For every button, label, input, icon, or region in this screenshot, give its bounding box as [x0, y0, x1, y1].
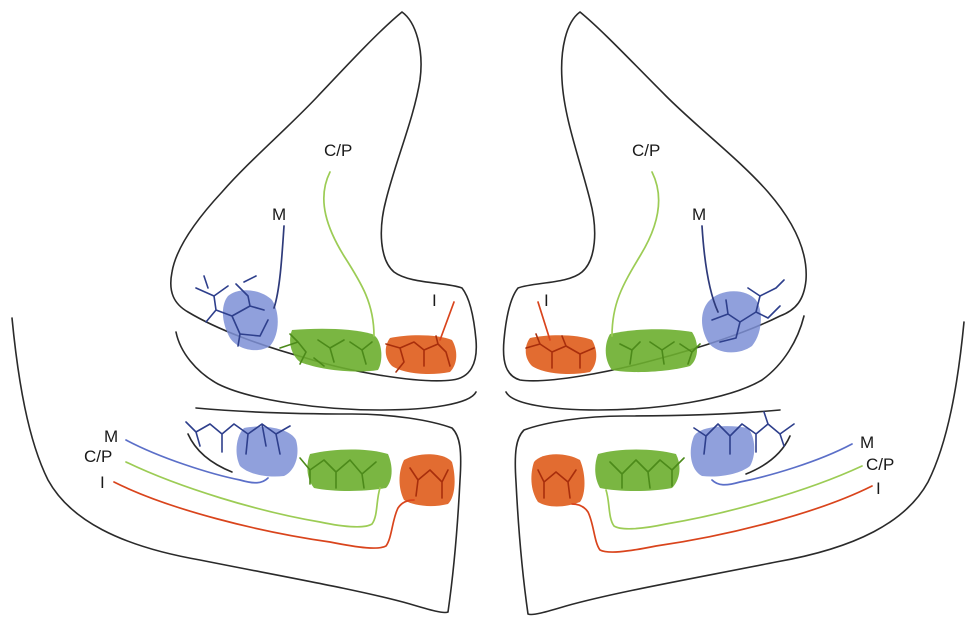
upper-right-cp-label: C/P [632, 141, 660, 160]
lower-right-incisor-nerve [572, 486, 872, 552]
upper-left-incisor-nerve [440, 302, 454, 340]
upper-left-incisor-teeth [386, 335, 457, 374]
upper-right-incisor-teeth [526, 334, 597, 374]
upper-right-jaw: C/P M I [504, 12, 807, 410]
lower-left-molar-teeth [186, 422, 298, 477]
lower-right-cp-label: C/P [866, 455, 894, 474]
upper-left-molar-nerve [274, 226, 284, 308]
lower-left-incisor-teeth [400, 454, 455, 506]
lower-right-m-label: M [860, 433, 874, 452]
lower-right-molar-fill [691, 426, 755, 476]
upper-right-cp-fill [606, 329, 697, 372]
upper-left-jaw: C/P M I [171, 12, 477, 410]
upper-right-molar-teeth [702, 280, 784, 352]
lower-right-i-label: I [876, 479, 881, 498]
lower-left-cp-fill [307, 450, 391, 492]
upper-left-molar-fill [223, 290, 278, 350]
upper-left-cp-nerve [324, 172, 374, 336]
lower-left-i-label: I [100, 473, 105, 492]
upper-left-incisor-fill [386, 335, 457, 374]
lower-left-m-label: M [104, 427, 118, 446]
upper-left-cp-label: C/P [324, 141, 352, 160]
upper-left-molar-teeth [196, 276, 278, 350]
upper-right-i-label: I [544, 291, 549, 310]
upper-right-m-label: M [692, 205, 706, 224]
lower-left-incisor-nerve [114, 482, 414, 548]
lower-right-incisor-teeth [531, 454, 584, 506]
upper-right-cp-teeth [606, 329, 700, 372]
upper-right-molar-fill [702, 291, 761, 352]
upper-right-cp-nerve [612, 172, 659, 336]
upper-left-m-label: M [272, 205, 286, 224]
lower-left-cp-teeth [300, 450, 392, 492]
lower-right-cp-teeth [595, 450, 684, 492]
upper-right-incisor-fill [526, 335, 597, 374]
lower-right-molar-teeth [691, 412, 794, 477]
lower-left-inner-ridge [188, 434, 232, 472]
upper-right-maxilla-outline [504, 12, 807, 381]
lower-right-incisor-fill [531, 454, 584, 506]
lower-left-cp-label: C/P [84, 447, 112, 466]
upper-left-cp-teeth [280, 329, 381, 372]
lower-left-incisor-fill [400, 454, 455, 506]
lower-right-cp-fill [595, 450, 679, 492]
upper-left-i-label: I [432, 291, 437, 310]
